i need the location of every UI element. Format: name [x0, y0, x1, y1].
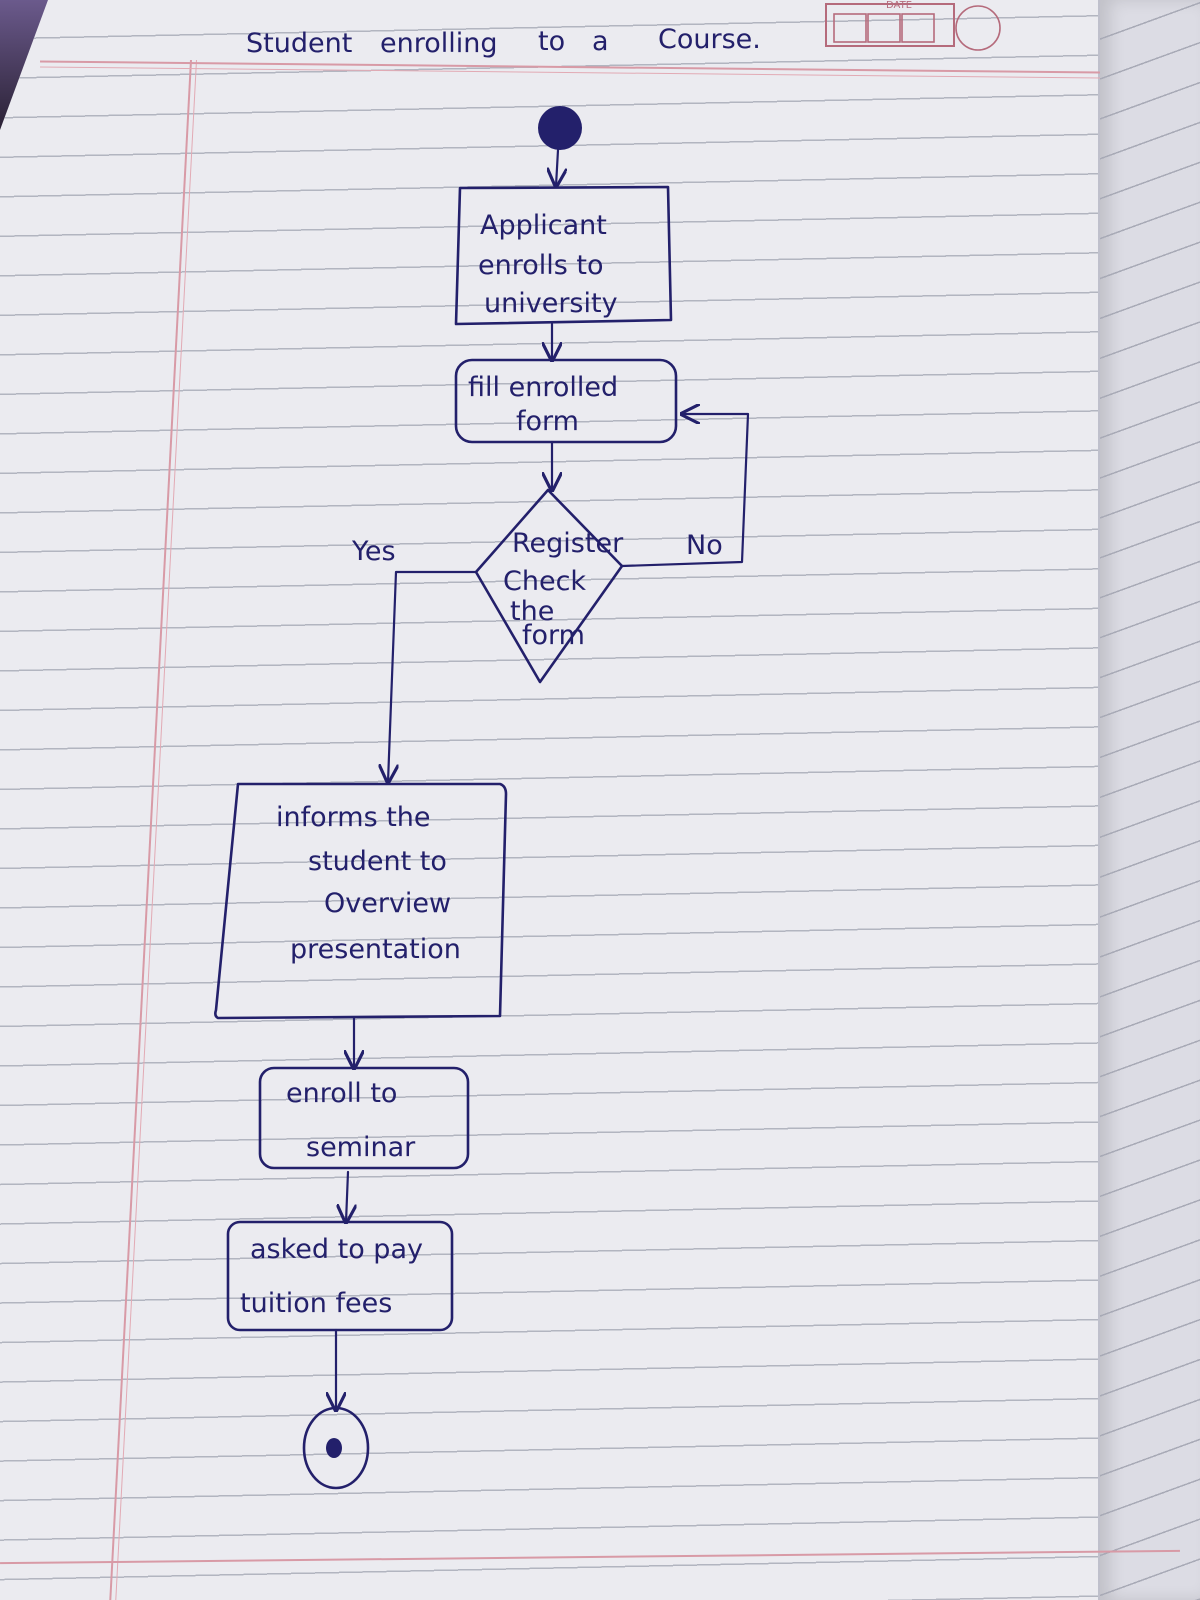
node-text: form: [522, 620, 585, 651]
node-text: Overview: [324, 888, 451, 919]
edge-label-yes: Yes: [351, 536, 396, 567]
start-node: [538, 106, 582, 150]
node-text: Register: [512, 528, 624, 559]
edge-start-to-applicant: [556, 148, 558, 186]
node-text: presentation: [290, 934, 461, 965]
node-decision: Register Check the form: [474, 488, 624, 684]
title-word: to: [538, 26, 565, 57]
node-text: form: [516, 406, 579, 437]
edge-no-loop: [620, 414, 750, 568]
node-text: enroll to: [286, 1078, 397, 1109]
node-text: enrolls to: [478, 250, 604, 281]
node-fill-form: fill enrolled form: [454, 358, 678, 444]
page-title: Student enrolling to a Course.: [246, 24, 761, 59]
node-text: university: [484, 288, 618, 319]
node-text: tuition fees: [240, 1288, 392, 1319]
node-text: student to: [308, 846, 447, 877]
facing-page: [1098, 0, 1200, 1600]
edge-seminar-to-tuition: [346, 1170, 348, 1222]
action-box: [454, 358, 678, 444]
node-pay-tuition: asked to pay tuition fees: [226, 1220, 454, 1332]
date-label: DATE: [886, 0, 912, 11]
node-text: Check: [503, 566, 586, 597]
title-word: Course.: [658, 24, 761, 55]
node-text: the: [510, 596, 554, 627]
edge-label-no: No: [686, 530, 723, 561]
node-text: asked to pay: [250, 1234, 423, 1265]
decision-diamond: [474, 488, 624, 684]
action-box: [258, 1066, 470, 1170]
node-text: fill enrolled: [468, 372, 618, 403]
node-text: informs the: [276, 802, 431, 833]
action-box: [226, 1220, 454, 1332]
action-box: [454, 185, 673, 326]
node-text: seminar: [306, 1132, 416, 1163]
title-word: enrolling: [380, 28, 498, 59]
node-applicant-enrolls: Applicant enrolls to university: [454, 185, 673, 326]
title-word: Student: [246, 28, 352, 59]
title-word: a: [592, 26, 609, 57]
action-box: [214, 782, 508, 1020]
date-box: DATE: [825, 0, 1001, 51]
end-node: [302, 1406, 370, 1490]
edge-yes: [388, 570, 478, 782]
node-enroll-seminar: enroll to seminar: [258, 1066, 470, 1170]
node-informs-student: informs the student to Overview presenta…: [214, 782, 508, 1020]
node-text: Applicant: [480, 210, 607, 241]
